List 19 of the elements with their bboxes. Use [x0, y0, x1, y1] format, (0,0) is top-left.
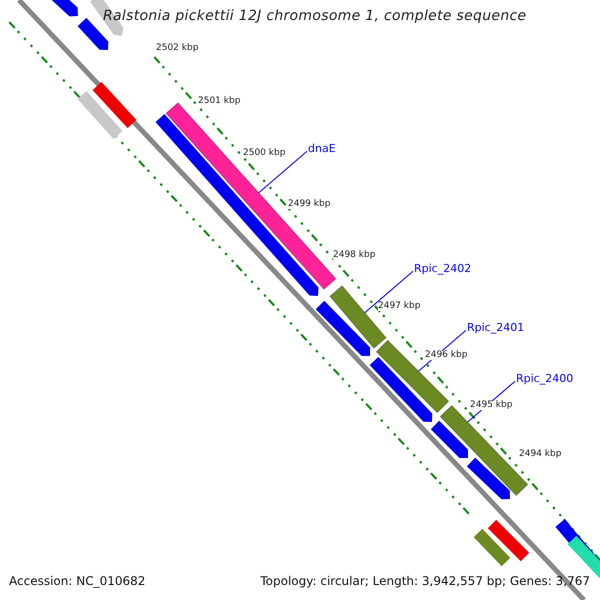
gene-label: Rpic_2400	[516, 373, 574, 384]
gene-label: dnaE	[308, 143, 336, 154]
gene-bar	[376, 340, 450, 414]
scale-label: 2497 kbp	[378, 302, 420, 311]
scale-label: 2499 kbp	[288, 200, 330, 209]
title: Ralstonia pickettii 12J chromosome 1, complete sequence	[103, 9, 526, 23]
scale-label: 2496 kbp	[425, 351, 468, 360]
scale-label: 2494 kbp	[519, 450, 562, 459]
info-text: Accession: NC_010682	[9, 575, 146, 587]
scale-label: 2501 kbp	[198, 97, 240, 106]
scale-label: 2498 kbp	[333, 251, 376, 260]
info-text: Topology: circular; Length: 3,942,557 bp; Genes: 3,767	[260, 575, 590, 587]
gene-label: Rpic_2402	[414, 263, 472, 274]
scale-label: 2502 kbp	[156, 44, 198, 53]
gene-label: Rpic_2401	[467, 322, 524, 333]
leader-line	[364, 270, 414, 314]
scale-label: 2500 kbp	[243, 149, 286, 158]
leader-line	[258, 150, 308, 194]
scale-label: 2495 kbp	[470, 401, 512, 410]
